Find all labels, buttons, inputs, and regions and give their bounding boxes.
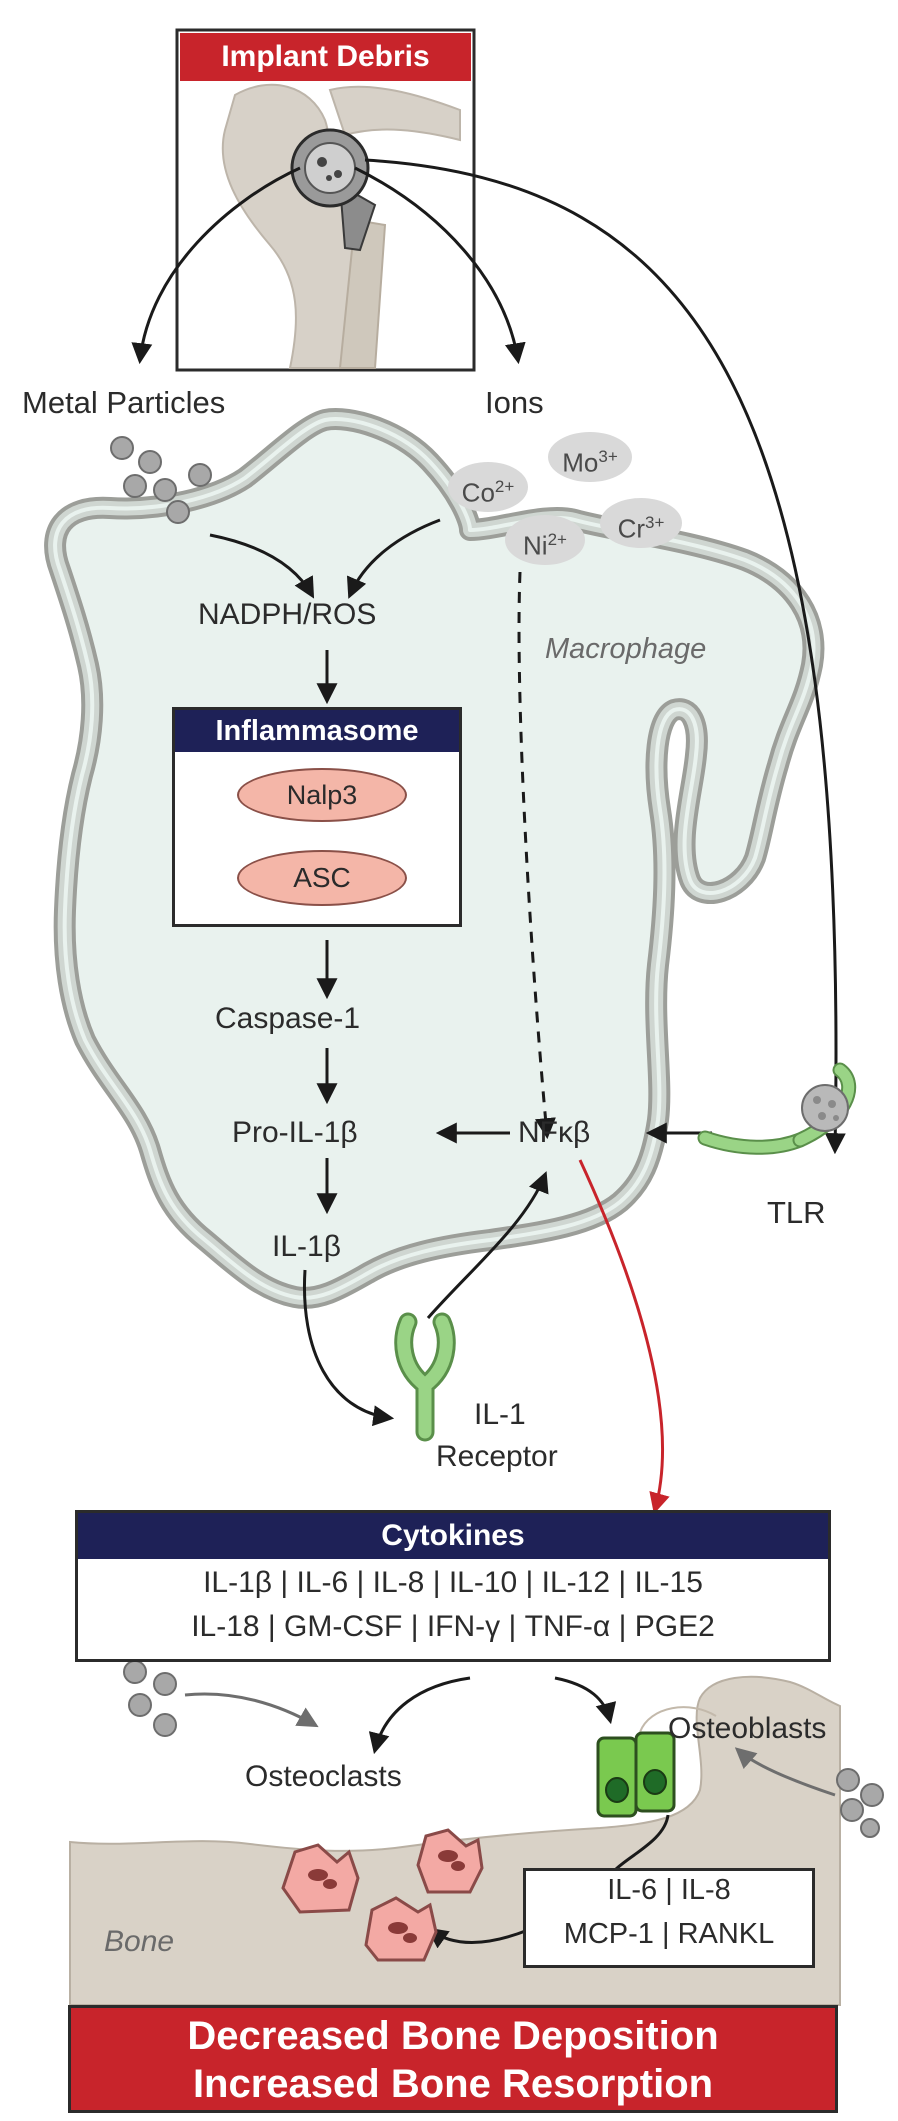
arrow-cytokines-to-osteoclasts [368,1676,471,1755]
ion-cr: Cr3+ [600,498,682,548]
metal-particles-label: Metal Particles [22,385,226,420]
metal-particles-cluster [110,436,212,524]
ion-ni-charge: 2+ [547,530,567,549]
ion-mo-symbol: Mo [562,447,599,478]
ion-mo-charge: 3+ [598,447,618,466]
il1-receptor-label-line1: IL-1 [474,1398,526,1431]
arrow-factors-to-osteoclasts [426,1927,529,1949]
ion-cr-symbol: Cr [617,513,646,544]
outcome-banner: Decreased Bone Deposition Increased Bone… [68,2005,838,2113]
arrow-implant-to-ions [354,166,526,365]
factors-line1: IL-6 | IL-8 [607,1874,731,1906]
pro-il1b-label: Pro-IL-1β [232,1116,358,1149]
ion-co: Co2+ [448,462,528,512]
osteoclasts-label: Osteoclasts [245,1760,402,1793]
arrow-receptor-to-nfkb [426,1171,549,1319]
arrow-nfkb-to-cytokines [578,1159,670,1515]
arrow-particles-to-nadph [209,533,315,599]
nalp3-protein: Nalp3 [237,768,407,822]
ion-ni-symbol: Ni [523,530,548,561]
osteoblast-cells [596,1731,676,1818]
osteoblast-factors-box [523,1868,815,1968]
arrow-il1b-to-receptor [302,1269,395,1427]
osteoclast-nuclei [308,1850,465,1943]
osteoblasts-label: Osteoblasts [668,1712,827,1745]
asc-protein: ASC [237,850,407,906]
implant-illustration [175,28,476,372]
outcome-line1: Decreased Bone Deposition [187,2014,719,2058]
bone-label: Bone [104,1925,175,1958]
particles-right-cluster [836,1768,884,1838]
tlr-label: TLR [767,1195,826,1230]
nfkb-label: NFκβ [518,1116,591,1149]
ion-co-charge: 2+ [494,477,515,496]
outcome-line2: Increased Bone Resorption [192,2062,714,2106]
cytokines-title: Cytokines [78,1513,828,1559]
caspase-1-label: Caspase-1 [215,1002,361,1035]
ion-ni: Ni2+ [505,515,585,565]
ions-label: Ions [485,385,544,420]
ion-co-symbol: Co [461,477,495,508]
cytokines-list-line1: IL-1β | IL-6 | IL-8 | IL-10 | IL-12 | IL… [203,1566,703,1599]
il1-receptor [394,1312,456,1442]
factors-line2: MCP-1 | RANKL [563,1918,775,1950]
arrow-particles-to-osteoblasts [734,1747,836,1797]
arrow-cytokines-to-osteoblasts [554,1676,617,1725]
ion-mo: Mo3+ [548,432,632,482]
implant-debris-title: Implant Debris [180,33,471,81]
nadph-ros-label: NADPH/ROS [198,598,377,631]
ion-cr-charge: 3+ [645,513,665,532]
particles-left-cluster [123,1660,177,1737]
macrophage-label: Macrophage [545,633,707,665]
arrow-ions-to-nadph [346,518,441,599]
tlr-receptor [697,1062,857,1155]
arrow-particles-to-osteoclasts [184,1692,319,1728]
cytokines-list-line2: IL-18 | GM-CSF | IFN-γ | TNF-α | PGE2 [191,1610,715,1643]
arrow-implant-to-tlr [364,158,846,1155]
arrow-ions-to-nfkb-dashed [517,571,556,1140]
arrow-osteoblasts-to-factors [613,1814,670,1872]
arrow-implant-to-particles [131,166,301,365]
il1-receptor-label-line2: Receptor [436,1440,558,1473]
inflammasome-title: Inflammasome [175,710,459,752]
il1b-label: IL-1β [272,1230,341,1263]
